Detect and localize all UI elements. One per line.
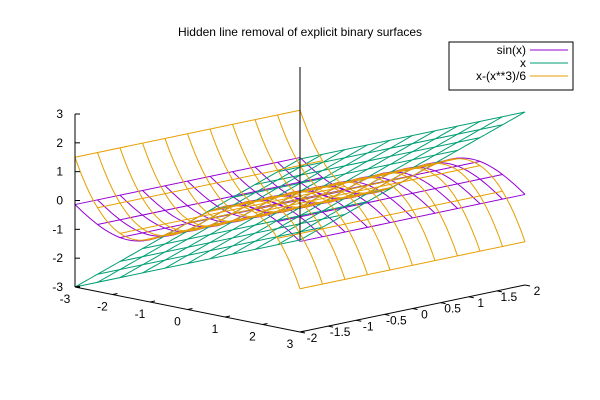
- mesh-line-x: [142, 192, 368, 241]
- x-tick-label: 0: [174, 315, 181, 329]
- surface-x-x-3-6: [74, 109, 526, 290]
- mesh-line-x: [119, 185, 346, 234]
- z-tick-label: -3: [52, 280, 63, 294]
- y-tick-label: -2: [307, 331, 318, 345]
- y-tick-label: 1.5: [501, 290, 518, 304]
- y-tick-label: 0.5: [444, 302, 461, 316]
- x-tick-mark: [224, 315, 231, 318]
- x-tick-label: -3: [60, 292, 71, 306]
- x-tick-label: -1: [135, 307, 146, 321]
- y-tick-label: -1: [363, 319, 374, 333]
- y-tick-mark: [356, 319, 362, 322]
- z-tick-label: 3: [56, 107, 63, 121]
- y-tick-mark: [524, 284, 531, 287]
- y-tick-mark: [328, 325, 334, 328]
- x-tick-mark: [187, 308, 193, 310]
- mesh-line-x: [74, 109, 301, 158]
- z-tick-label: 1: [56, 165, 63, 179]
- y-tick-mark: [440, 302, 446, 305]
- y-tick-label: 1: [477, 296, 484, 310]
- z-tick-label: -2: [52, 251, 63, 265]
- mesh-line-x: [254, 137, 481, 186]
- x-tick-label: 1: [212, 322, 219, 336]
- x-tick-label: -2: [97, 300, 108, 314]
- mesh-line-x: [97, 176, 323, 225]
- y-tick-label: -1.5: [330, 325, 351, 339]
- mesh-line-x: [209, 163, 436, 212]
- x-tick-label: 2: [249, 330, 256, 344]
- y-tick-label: 0: [421, 308, 428, 322]
- legend-box: [448, 41, 574, 91]
- x-tick-mark: [112, 293, 118, 295]
- mesh-line-x: [97, 160, 323, 209]
- mesh-line-x: [142, 201, 368, 250]
- mesh-line-x: [232, 158, 458, 207]
- y-tick-label: 2: [534, 284, 541, 298]
- x-tick-mark: [149, 300, 156, 303]
- x-tick-label: 3: [287, 337, 294, 351]
- y-tick-label: -0.5: [386, 313, 407, 327]
- mesh-line-x: [74, 239, 301, 288]
- mesh-line-x: [299, 111, 526, 160]
- mesh-line-x: [277, 124, 503, 173]
- axes: -3 -2 -1 0 1 2 3 -2 -1.5 -1 -0.5 0 0.5 1 1.5 2 -3 -2 -1 0 1 2…: [52, 67, 541, 351]
- mesh-line-x: [299, 241, 526, 290]
- legend-label: x: [520, 56, 526, 70]
- y-tick-mark: [299, 331, 306, 334]
- mesh-line-x: [164, 187, 391, 236]
- legend-label: sin(x): [497, 43, 526, 57]
- mesh-line-x: [277, 174, 503, 223]
- legend: sin(x)xx-(x**3)/6: [448, 41, 574, 91]
- mesh-line-x: [254, 165, 481, 214]
- y-tick-mark: [496, 290, 502, 293]
- x-tick-mark: [262, 323, 268, 325]
- mesh-line-x: [299, 193, 526, 242]
- y-tick-mark: [412, 308, 418, 310]
- y-tick-mark: [468, 296, 474, 299]
- surfaces: [74, 109, 526, 290]
- chart-title: Hidden line removal of explicit binary s…: [178, 25, 422, 39]
- mesh-line-x: [232, 149, 458, 198]
- z-tick-label: 0: [56, 194, 63, 208]
- z-tick-label: 2: [56, 136, 63, 150]
- z-tick-label: -1: [52, 222, 63, 236]
- y-tick-mark: [384, 313, 390, 316]
- mesh-line-x: [74, 157, 301, 206]
- mesh-line-x: [119, 213, 346, 262]
- legend-label: x-(x**3)/6: [476, 69, 526, 83]
- mesh-line-x: [277, 190, 503, 239]
- mesh-line-x: [97, 226, 323, 275]
